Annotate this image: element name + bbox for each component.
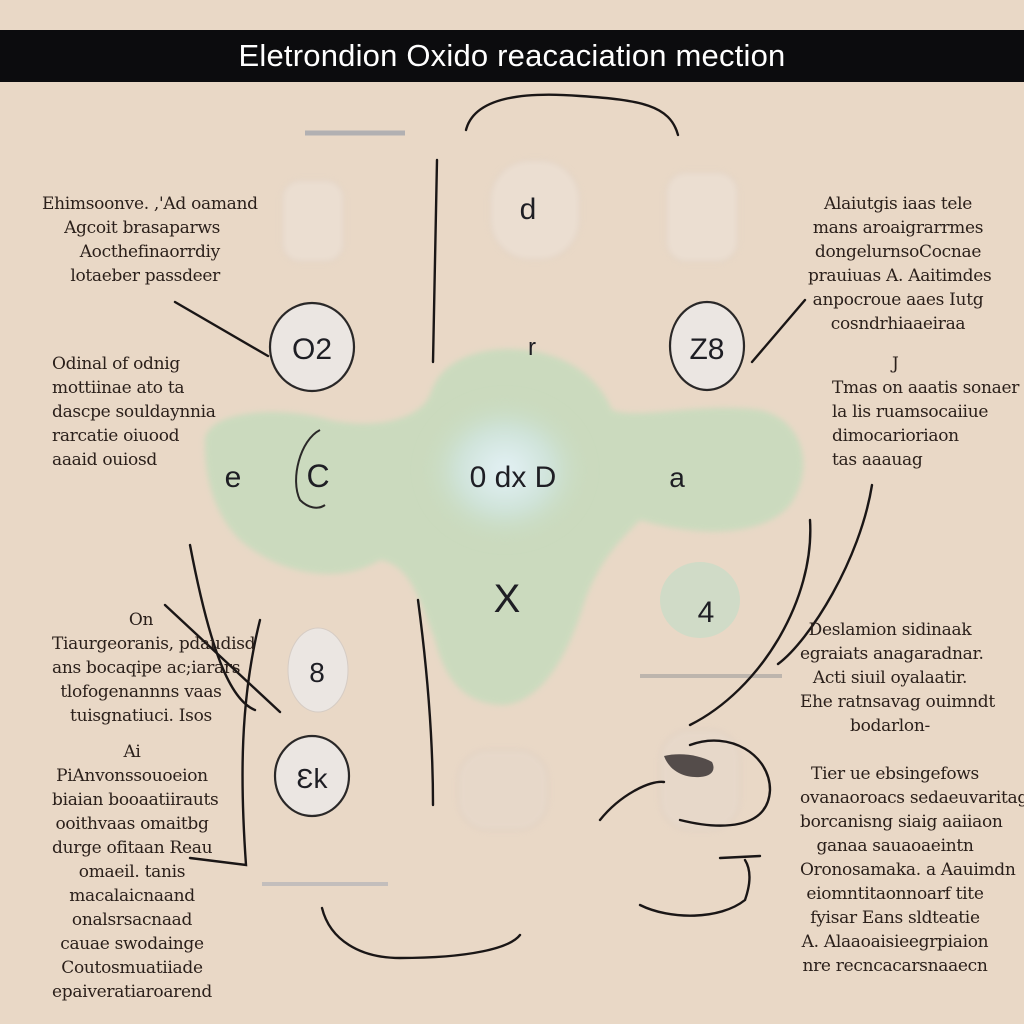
note-line: tuisgnatiuci. Isos [70, 706, 212, 726]
note-line: dimocarioriaon [832, 426, 959, 446]
note-lower-left: On Tiaurgeoranis, pdaudisd ans bocaqipe … [52, 608, 256, 728]
note-line: ooithvaas omaitbg [55, 814, 209, 834]
note-line: bodarlon- [850, 716, 930, 736]
note-line: omaeil. tanis [78, 862, 186, 882]
orbital-cloud [204, 349, 804, 705]
note-line: Deslamion sidinaak [808, 620, 972, 640]
note-line: cauae swodainge [60, 934, 204, 954]
note-line: tas aaauag [832, 450, 923, 470]
note-line: dongelurnsoCocnae [814, 242, 982, 262]
note-line: Ai [123, 742, 141, 762]
note-line: fyisar Eans sldteatie [810, 908, 980, 928]
note-line: Alaiutgis iaas tele [823, 194, 973, 214]
ghost-shapes [281, 159, 741, 831]
note-line: aaaid ouiosd [52, 450, 157, 470]
note-mid-left: Odinal of odnig mottiinae ato ta dascpe … [52, 352, 216, 472]
note-line: epaiveratiaroarend [52, 982, 212, 1002]
note-line: Tmas on aaatis sonaer [832, 378, 1020, 398]
node-left-e: e [225, 461, 242, 494]
node-right-blob [664, 754, 714, 778]
svg-text:8: 8 [309, 657, 325, 688]
node-right-a: a [669, 462, 685, 493]
node-left-8: 8 [287, 627, 349, 713]
note-line: mottiinae ato ta [52, 378, 185, 398]
note-line: macalaicnaand [69, 886, 195, 906]
node-left-c: C [295, 429, 330, 509]
note-top-right: Alaiutgis iaas tele mans aroaigrarrmes d… [808, 192, 992, 336]
note-top-left: Ehimsoonve. ,'Ad oamand Agcoit brasaparw… [42, 192, 258, 288]
note-line: cosndrhiaaeiraa [830, 314, 966, 334]
note-line: A. Alaaoaisieegrpiaion [801, 932, 989, 952]
note-line: PiAnvonssouoeion [56, 766, 208, 786]
svg-text:C: C [306, 458, 329, 494]
note-line: Acti siuil oyalaatir. [812, 668, 968, 688]
note-lower-right: Deslamion sidinaak egraiats anagaradnar.… [800, 618, 995, 738]
note-line: onalsrsacnaad [71, 910, 193, 930]
note-line: prauiuas A. Aaitimdes [808, 266, 992, 286]
page-title: Eletrondion Oxido reacaciation mection [238, 38, 786, 73]
note-line: Oronosamaka. a Aauimdn [800, 860, 1016, 880]
note-line: la lis ruamsocaiiue [832, 402, 989, 422]
node-center-x: X [494, 577, 521, 621]
note-line: Aocthefinaorrdiy [79, 242, 221, 262]
node-center: 0 dx D [470, 461, 557, 494]
note-line: ans bocaqipe ac;iarars [52, 658, 241, 678]
note-mid-right: J Tmas on aaatis sonaer la lis ruamsocai… [832, 352, 1020, 472]
node-z8: Z8 [668, 300, 746, 392]
svg-text:Z8: Z8 [689, 333, 724, 366]
note-line: On [128, 610, 154, 630]
note-line: tlofogenannns vaas [60, 682, 222, 702]
note-bottom-right: Tier ue ebsingefows ovanaoroacs sedaeuva… [800, 762, 1024, 978]
svg-text:O2: O2 [292, 333, 332, 366]
note-line: Tiaurgeoranis, pdaudisd [52, 634, 256, 654]
note-line: Tier ue ebsingefows [811, 764, 979, 784]
note-line: eiomntitaonnoarf tite [806, 884, 984, 904]
node-right-4: 4 [698, 596, 715, 629]
note-line: nre recncacarsnaaecn [802, 956, 988, 976]
node-top-d: d [520, 193, 537, 226]
note-line: mans aroaigrarrmes [812, 218, 984, 238]
note-line: biaian booaatiirauts [52, 790, 219, 810]
node-small-r: r [528, 334, 536, 361]
note-line: ganaa sauaoaeintn [816, 836, 974, 856]
note-line: dascpe souldaynnia [52, 402, 216, 422]
note-line: J [892, 354, 899, 374]
note-line: borcanisng siaig aaiiaon [800, 812, 1003, 832]
note-line: lotaeber passdeer [70, 266, 220, 286]
note-line: Ehimsoonve. ,'Ad oamand [42, 194, 258, 214]
note-line: durge ofitaan Reau [52, 838, 213, 858]
note-line: rarcatie oiuood [52, 426, 180, 446]
note-line: egraiats anagaradnar. [800, 644, 984, 664]
note-line: Agcoit brasaparws [64, 218, 220, 238]
note-line: anpocroue aaes Iutg [812, 290, 984, 310]
svg-text:Ɛk: Ɛk [297, 763, 329, 794]
note-line: Odinal of odnig [52, 354, 180, 374]
note-line: ovanaoroacs sedaeuvaritag [800, 788, 1024, 808]
note-line: Ehe ratnsavag ouimndt [800, 692, 995, 712]
node-o2: O2 [268, 301, 356, 393]
connector-lines [163, 93, 874, 960]
note-bottom-left: Ai PiAnvonssouoeion biaian booaatiirauts… [52, 740, 219, 1004]
title-bar: Eletrondion Oxido reacaciation mection [0, 30, 1024, 82]
note-line: Coutosmuatiiade [61, 958, 203, 978]
node-left-3k: Ɛk [273, 734, 351, 818]
